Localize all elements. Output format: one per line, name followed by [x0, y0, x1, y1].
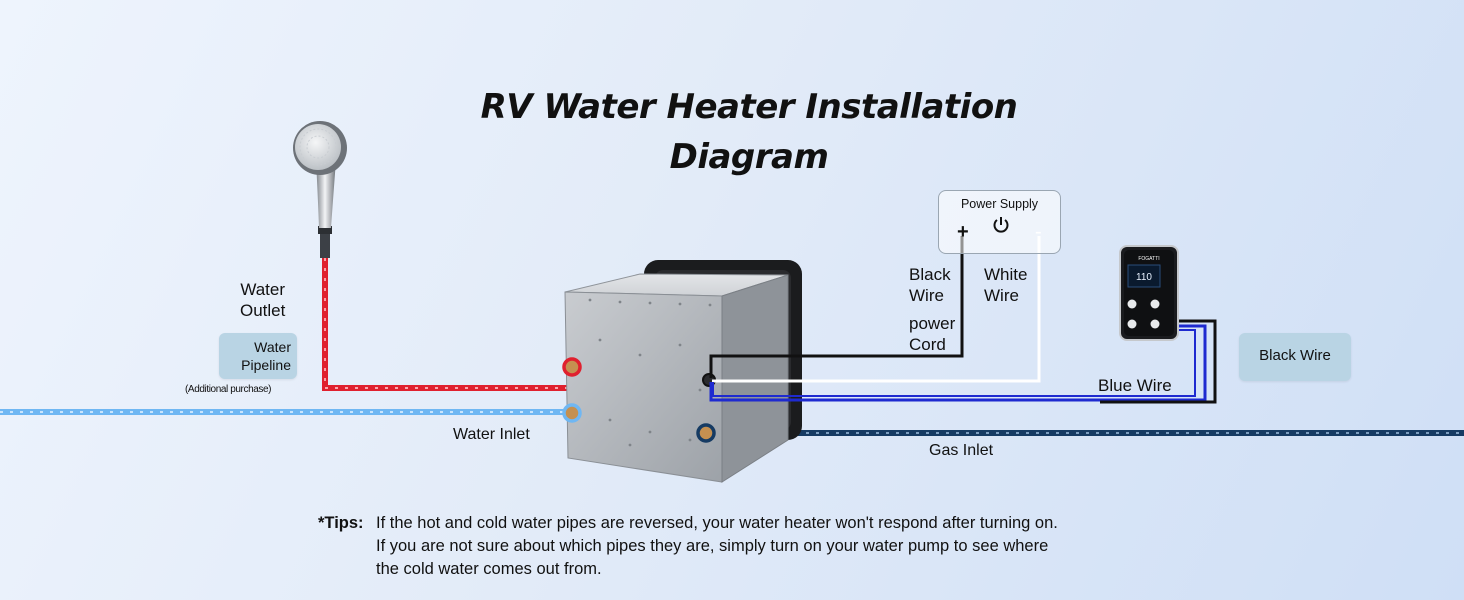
water-inlet-port — [562, 403, 582, 423]
controller-black-wire — [1100, 319, 1217, 404]
tips-line-1: If the hot and cold water pipes are reve… — [376, 514, 1058, 532]
controller-blue-wire — [709, 324, 1207, 402]
power-plus-terminal: + — [957, 221, 969, 243]
black-wire-label: Black Wire — [909, 265, 951, 305]
title-line-2: Diagram — [669, 137, 829, 177]
controller-button-power[interactable] — [1127, 299, 1137, 309]
blue-wire-label: Blue Wire — [1098, 376, 1172, 395]
tips-note: *Tips: If the hot and cold water pipes a… — [318, 512, 1058, 581]
control-panel: FOGATTI 110 — [1119, 245, 1179, 341]
controller-display: 110 — [1136, 272, 1152, 283]
title-line-1: RV Water Heater Installation — [480, 87, 1018, 127]
controller-button-up[interactable] — [1150, 299, 1160, 309]
controller-button-mode[interactable] — [1127, 319, 1137, 329]
white-wire-label: White Wire — [984, 265, 1028, 305]
power-minus-terminal: - — [1035, 221, 1042, 243]
controller-button-down[interactable] — [1150, 319, 1160, 329]
power-icon — [993, 217, 1009, 233]
water-heater-unit — [564, 273, 789, 483]
tips-line-3: the cold water comes out from. — [376, 560, 602, 578]
power-supply-title: Power Supply — [960, 197, 1039, 211]
additional-purchase-note: (Additional purchase) — [185, 384, 272, 395]
water-inlet-label: Water Inlet — [453, 426, 530, 443]
water-pipeline-tag: Water Pipeline — [219, 333, 297, 379]
hot-water-pipe — [322, 258, 568, 391]
controller-brand: FOGATTI — [1138, 256, 1159, 262]
tips-lead: *Tips: — [318, 514, 364, 532]
tips-line-2: If you are not sure about which pipes th… — [376, 537, 1049, 555]
gas-inlet-label: Gas Inlet — [929, 442, 994, 459]
power-cord-black-wire — [709, 236, 964, 378]
water-outlet-label: Water Outlet — [240, 280, 286, 320]
power-cord-label: power Cord — [909, 314, 956, 354]
power-supply-box: Power Supply + - — [938, 190, 1061, 254]
water-outlet-port — [562, 357, 582, 377]
power-cord-white-wire — [712, 236, 1041, 383]
black-wire-tag: Black Wire — [1239, 333, 1351, 381]
page-title: RV Water Heater Installation Diagram — [0, 82, 1464, 182]
shower-head-icon — [293, 121, 347, 258]
gas-inlet-port — [696, 423, 716, 443]
